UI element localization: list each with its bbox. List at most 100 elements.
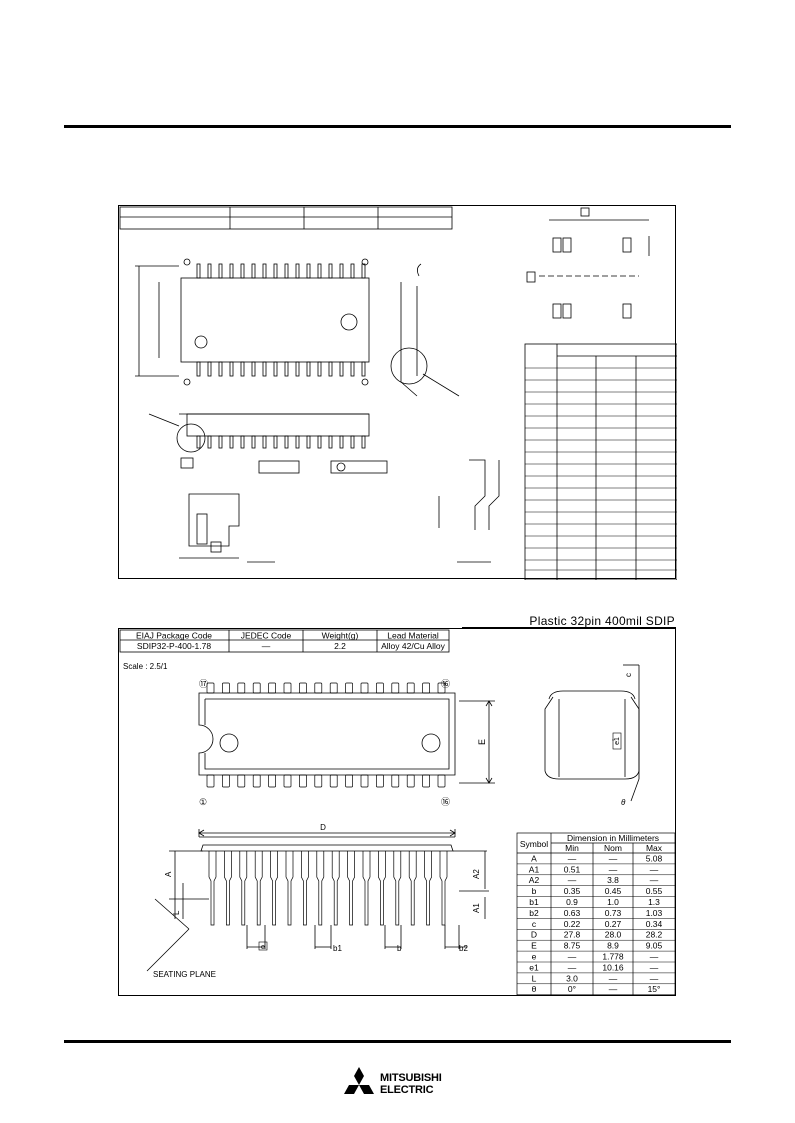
dim-value-cell: 3.8 <box>607 875 619 885</box>
top-row-pin <box>314 682 323 694</box>
end-view-labels: e1 c θ <box>612 673 633 807</box>
lower-drawing: EIAJ Package Code JEDEC Code Weight(g) L… <box>119 629 676 996</box>
package-title: Plastic 32pin 400mil SDIP <box>529 614 675 628</box>
bottom-row-pin <box>345 774 353 788</box>
dim-L-label: L <box>172 910 181 915</box>
side-view-pin <box>424 851 432 926</box>
footer-rule <box>64 1040 731 1043</box>
bottom-row-pin <box>329 774 338 788</box>
upper-bottom-pin <box>196 361 201 377</box>
upper-top-pin <box>361 263 366 279</box>
side-view-pin <box>362 851 371 926</box>
side-view-pin <box>239 851 248 926</box>
side-view-pin <box>347 851 355 926</box>
upper-side-pin <box>207 435 212 449</box>
top-view-labels: ⑰ ⑯ ① ⑯ E <box>199 679 487 807</box>
dim-A1-label: A1 <box>472 903 481 913</box>
info-value-jedec: — <box>262 641 271 651</box>
dim-value-cell: — <box>609 864 618 874</box>
upper-bottom-pin <box>295 361 300 377</box>
info-value-weight: 2.2 <box>334 641 346 651</box>
upper-bottom-pin <box>328 361 333 377</box>
side-view-pin <box>439 851 448 926</box>
bottom-row-pin <box>360 774 369 788</box>
dim-symbol-cell: E <box>531 941 537 951</box>
upper-side-pin <box>240 435 245 449</box>
info-header-lead: Lead Material <box>387 631 439 641</box>
dim-value-cell: — <box>650 973 659 983</box>
dim-e-label: e <box>261 944 265 951</box>
dim-b1-label: b1 <box>333 944 342 953</box>
bottom-row-pin <box>422 774 430 788</box>
upper-bottom-pin <box>284 361 289 377</box>
upper-bottom-pin <box>251 361 256 377</box>
dim-symbol-cell: e <box>532 952 537 962</box>
dim-value-cell: 28.0 <box>605 930 622 940</box>
bottom-row-pin <box>222 774 230 788</box>
upper-bottom-pin <box>361 361 366 377</box>
dim-value-cell: — <box>609 853 618 863</box>
upper-bottom-pin <box>339 361 344 377</box>
upper-side-pin <box>196 435 201 449</box>
upper-side-pin <box>262 435 267 449</box>
dim-value-cell: 9.05 <box>646 941 663 951</box>
top-row-pin <box>437 682 446 694</box>
upper-bottom-pin <box>273 361 278 377</box>
upper-side-pin <box>284 435 289 449</box>
dim-c-label: c <box>624 673 633 677</box>
top-row-pin <box>222 682 230 694</box>
upper-side-pin <box>361 435 366 449</box>
bottom-row-pin <box>268 774 276 788</box>
upper-top-pin <box>207 263 212 279</box>
dim-value-cell: — <box>568 875 577 885</box>
dim-D-label: D <box>320 823 326 832</box>
bottom-row-pin <box>252 774 261 788</box>
upper-bottom-pin <box>207 361 212 377</box>
dim-symbol-cell: b1 <box>529 897 539 907</box>
upper-top-pin <box>273 263 278 279</box>
upper-side-pin <box>251 435 256 449</box>
side-view-pin <box>254 851 263 926</box>
dim-value-cell: 1.03 <box>646 908 663 918</box>
dim-value-cell: — <box>609 973 618 983</box>
dim-value-cell: 1.0 <box>607 897 619 907</box>
dim-symbol-cell: b2 <box>529 908 539 918</box>
side-view-pin <box>316 851 325 926</box>
side-view-labels: D A L A2 A1 e b1 b b2 SEATING PLANE <box>153 823 481 979</box>
upper-top-pin <box>251 263 256 279</box>
dim-A2-label: A2 <box>472 869 481 879</box>
dim-value-cell: — <box>650 962 659 972</box>
dim-value-cell: — <box>568 952 577 962</box>
min-header: Min <box>565 843 579 853</box>
info-table: EIAJ Package Code JEDEC Code Weight(g) L… <box>136 631 446 652</box>
bottom-row-pin <box>283 774 292 788</box>
side-view-pin <box>208 851 217 926</box>
info-header-eiaj: EIAJ Package Code <box>136 631 212 641</box>
symbol-header: Symbol <box>520 839 548 849</box>
bottom-row-pin <box>299 774 307 788</box>
upper-top-pin <box>218 263 223 279</box>
dim-value-cell: 8.75 <box>564 941 581 951</box>
info-value-eiaj: SDIP32-P-400-1.78 <box>137 641 211 651</box>
side-view-pin <box>270 851 278 926</box>
upper-side-pin <box>273 435 278 449</box>
side-view <box>146 829 489 972</box>
side-view-pin <box>408 851 417 926</box>
dim-e1-label: e1 <box>614 737 621 745</box>
dim-value-cell: — <box>568 853 577 863</box>
upper-top-pin <box>328 263 333 279</box>
dim-b2-label: b2 <box>459 944 468 953</box>
upper-top-pin <box>317 263 322 279</box>
upper-top-pin <box>196 263 201 279</box>
top-view-pins <box>206 682 446 788</box>
dim-symbol-cell: b <box>532 886 537 896</box>
dim-value-cell: — <box>568 962 577 972</box>
upper-side-pin <box>295 435 300 449</box>
upper-top-pin <box>240 263 245 279</box>
dim-value-cell: 15° <box>648 984 661 994</box>
dim-value-cell: 8.9 <box>607 941 619 951</box>
dim-symbol-cell: θ <box>532 984 537 994</box>
top-row-pin <box>206 682 215 694</box>
upper-side-pin <box>317 435 322 449</box>
upper-top-pin <box>350 263 355 279</box>
